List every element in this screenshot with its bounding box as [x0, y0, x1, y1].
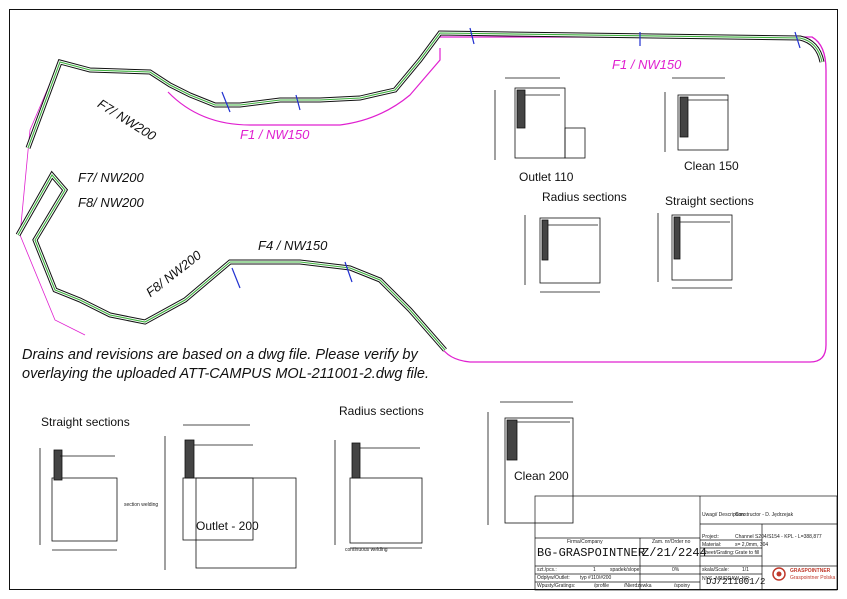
tb-order-label: Zam. nr/Order no [652, 539, 691, 545]
route-label-f4: F4 / NW150 [258, 238, 328, 253]
tb-wpusty-label: Wpusty/Gratings: [537, 583, 576, 589]
caption-straight-top: Straight sections [665, 194, 754, 208]
detail-outlet-200 [164, 424, 297, 570]
route-label-f7-lower: F7/ NW200 [78, 170, 144, 185]
detail-outlet-110 [494, 77, 586, 160]
tb-szt: 1 [593, 567, 596, 573]
detail-clean-200 [487, 401, 574, 525]
annotation-continuous-welding: continuous welding [345, 547, 388, 553]
tb-szt-label: szt./pcs.: [537, 567, 557, 573]
route-label-f1-top: F1 / NW150 [612, 57, 682, 72]
graspointner-logo [772, 567, 786, 581]
tb-sheet: Grate to fill [735, 550, 760, 556]
caption-clean-200: Clean 200 [514, 469, 569, 483]
caption-outlet-200: Outlet - 200 [196, 519, 259, 533]
building-outline-magenta [439, 36, 827, 363]
upper-channel-route [25, 30, 825, 149]
caption-radius-bottom: Radius sections [339, 404, 424, 418]
tb-profile-label: /profile [594, 583, 610, 589]
detail-straight-top [657, 213, 733, 289]
tb-order: Z/21/2244 [642, 546, 707, 560]
detail-straight-bottom [39, 448, 118, 551]
revision-note-line-1: Drains and revisions are based on a dwg … [22, 347, 418, 363]
tb-material: s= 2,0mm, 304 [735, 542, 769, 548]
tb-outlet: typ #110/#200 [580, 575, 612, 581]
tb-logo-sub: Graspointner Polska [790, 575, 836, 581]
left-magenta-line [19, 59, 86, 336]
revision-note-line-2: overlaying the uploaded ATT-CAMPUS MOL-2… [22, 366, 430, 382]
tb-drawing-no: DJ/211001/2 [706, 577, 766, 587]
tb-drawing-label: NYS.-NR/DRAW.-NR: [702, 576, 751, 582]
caption-straight-bottom: Straight sections [41, 415, 130, 429]
tb-outlet-label: Odpływ/Outlet: [537, 575, 570, 581]
caption-clean-150: Clean 150 [684, 159, 739, 173]
sheet-border [9, 9, 838, 590]
title-block [534, 495, 838, 591]
tb-firm-label: Firma/Company [567, 539, 603, 545]
caption-radius-top: Radius sections [542, 190, 627, 204]
tb-project: Channel S204/S154 - KPL - L=388,877 [735, 534, 822, 540]
tb-spadek-label: spadek/slope: [610, 567, 641, 573]
tb-scale: 1/1 [742, 567, 749, 573]
lower-channel-route [15, 170, 447, 352]
detail-clean-150 [664, 77, 729, 152]
detail-radius-top [524, 215, 601, 293]
caption-outlet-110: Outlet 110 [519, 170, 574, 184]
detail-radius-bottom [334, 440, 423, 549]
annotation-section-welding: section welding [124, 502, 159, 508]
tb-logo: GRASPOINTNER [790, 568, 831, 574]
tb-material-label: Materiał: [702, 542, 722, 548]
tb-stainless-label: /Nierdzewka [624, 583, 652, 589]
tb-firm: BG-GRASPOINTNER [537, 546, 646, 560]
revision-note: Drains and revisions are based on a dwg … [22, 346, 429, 384]
route-label-f8-upper: F8/ NW200 [78, 195, 144, 210]
tb-project-label: Project: [702, 534, 719, 540]
tb-constructor: Constructor - D. Jędrzejak [735, 512, 794, 518]
tb-scale-label: skala/Scale: [702, 567, 729, 573]
route-label-f1-mid: F1 / NW150 [240, 127, 310, 142]
tb-user-label: Uwagi/ Description: [702, 512, 746, 518]
tb-sheet-label: Sheet/Grating: [702, 550, 735, 556]
f1-magenta-curve [167, 48, 441, 126]
tb-spadek: 0% [672, 567, 680, 573]
section-markers [221, 27, 801, 289]
tb-weld-label: /spoiny [674, 583, 690, 589]
